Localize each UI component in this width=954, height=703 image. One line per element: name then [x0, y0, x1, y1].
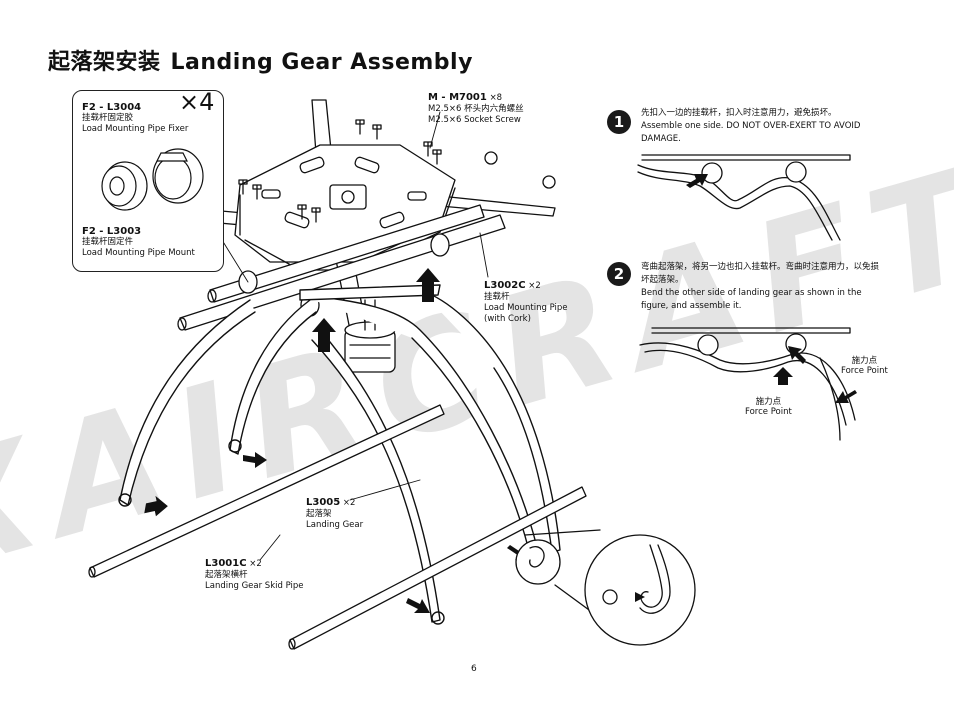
step-2-zh: 弯曲起落架，将另一边也扣入挂载杆。弯曲时注意用力，以免损 — [641, 262, 880, 272]
force-point-label-bottom: 施力点 Force Point — [745, 397, 792, 417]
part-qty: ×2 — [249, 559, 262, 569]
callout-f2-l3003: F2 - L3003 挂载杆固定件 Load Mounting Pipe Mou… — [82, 226, 195, 259]
force-point-zh: 施力点 — [755, 397, 782, 407]
part-code: L3001C — [205, 558, 247, 569]
page-title: 起落架安装 Landing Gear Assembly — [48, 44, 473, 76]
callout-l3001c: L3001C ×2 起落架横杆 Landing Gear Skid Pipe — [205, 558, 304, 592]
part-qty: ×2 — [342, 498, 356, 508]
part-name-en: Landing Gear Skid Pipe — [205, 581, 304, 591]
part-name-zh: 挂载杆固定胶 — [82, 113, 134, 123]
step-2-text: 弯曲起落架，将另一边也扣入挂载杆。弯曲时注意用力，以免损 坏起落架。 Bend … — [641, 261, 909, 313]
callout-m-m7001: M - M7001 ×8 M2.5×6 杯头内六角螺丝 M2.5×6 Socke… — [428, 92, 524, 126]
step1-diagram — [637, 154, 851, 241]
part-code: M - M7001 — [428, 92, 487, 103]
part-name-en: Load Mounting Pipe — [484, 303, 568, 313]
pipe-fixer-illustration — [101, 148, 204, 211]
step-2-zh-cont: 坏起落架。 — [641, 275, 684, 285]
landing-gears — [118, 284, 561, 625]
part-name-zh: 起落架 — [306, 509, 332, 519]
force-point-en: Force Point — [841, 366, 888, 376]
title-en: Landing Gear Assembly — [170, 50, 473, 75]
part-name-en: M2.5×6 Socket Screw — [428, 115, 521, 125]
step2-diagram — [639, 327, 857, 441]
callout-f2-l3004: F2 - L3004 挂载杆固定胶 Load Mounting Pipe Fix… — [82, 102, 188, 135]
part-code: F2 - L3003 — [82, 226, 142, 237]
quantity-multiplier: ×4 — [179, 88, 215, 116]
part-name-en-note: (with Cork) — [484, 314, 531, 324]
step-1-en-cont: DAMAGE. — [641, 134, 681, 144]
assembly-arrows — [144, 268, 530, 613]
page-number: 6 — [471, 664, 477, 674]
step-2-en-cont: figure, and assemble it. — [641, 301, 742, 311]
part-code: F2 - L3004 — [82, 102, 142, 113]
title-zh: 起落架安装 — [48, 50, 161, 75]
part-name-en: Load Mounting Pipe Fixer — [82, 124, 189, 134]
screws — [238, 119, 556, 223]
force-point-en: Force Point — [745, 407, 792, 417]
callout-l3002c: L3002C ×2 挂载杆 Load Mounting Pipe (with C… — [484, 280, 568, 325]
part-qty: ×2 — [528, 281, 541, 291]
skid-pipes — [88, 404, 587, 650]
step-2-en: Bend the other side of landing gear as s… — [641, 288, 862, 298]
part-name-zh: 挂载杆固定件 — [82, 237, 134, 247]
detail-zoom — [515, 529, 696, 646]
step-1-text: 先扣入一边的挂载杆，扣入时注意用力，避免损坏。 Assemble one sid… — [641, 107, 909, 146]
force-point-label-right: 施力点 Force Point — [841, 356, 888, 376]
part-code: L3002C — [484, 280, 526, 291]
part-name-zh: 起落架横杆 — [205, 570, 248, 580]
callout-l3005: L3005 ×2 起落架 Landing Gear — [306, 497, 363, 531]
part-name-en: Landing Gear — [306, 520, 364, 530]
step-2-badge: 2 — [607, 262, 631, 286]
parts-detail-box — [72, 90, 224, 272]
part-qty: ×8 — [489, 93, 503, 103]
force-point-zh: 施力点 — [851, 356, 878, 366]
part-name-zh: 挂载杆 — [484, 292, 510, 302]
step-1-badge: 1 — [607, 110, 631, 134]
part-name-en: Load Mounting Pipe Mount — [82, 248, 195, 258]
step-1-zh: 先扣入一边的挂载杆，扣入时注意用力，避免损坏。 — [641, 108, 837, 118]
step-1-en: Assemble one side. DO NOT OVER-EXERT TO … — [641, 121, 861, 131]
part-code: L3005 — [306, 497, 341, 508]
part-name-zh: M2.5×6 杯头内六角螺丝 — [428, 104, 524, 114]
